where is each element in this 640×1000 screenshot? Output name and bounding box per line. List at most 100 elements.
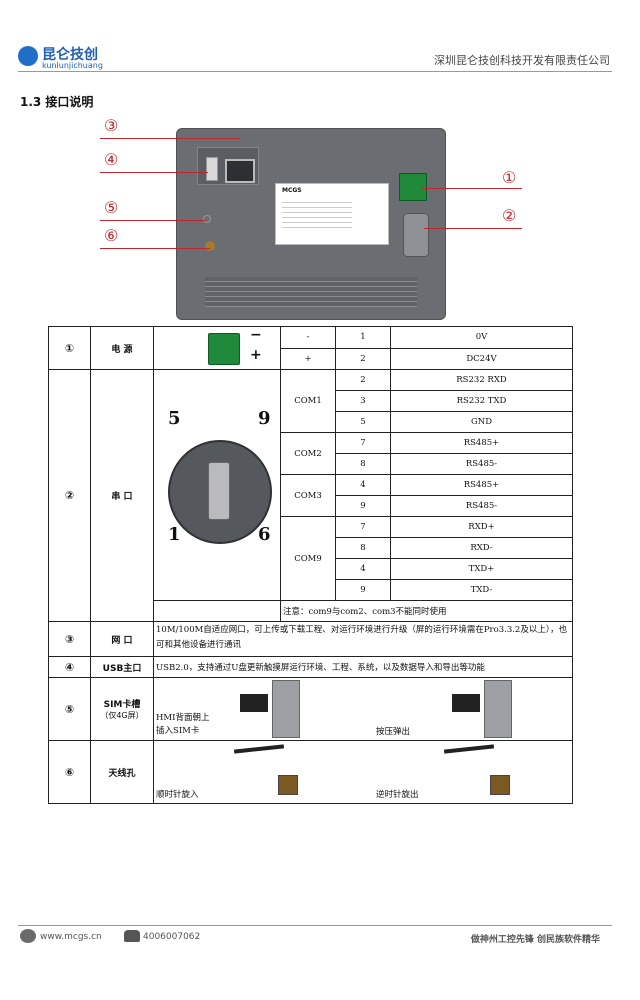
callout-6-line bbox=[100, 248, 210, 249]
table-row: ⑤ SIM卡槽 （仅4G屏） HMI背面朝上 插入SIM卡 按压弹出 bbox=[48, 677, 573, 741]
power-pin-2: 2 bbox=[335, 347, 391, 370]
sim-sublabel: （仅4G屏） bbox=[100, 711, 144, 720]
pin-label-9: 9 bbox=[258, 408, 271, 429]
table-row: ③ 网 口 10M/100M自适应网口，可上传或下载工程、对运行环境进行升级（屏… bbox=[48, 621, 573, 657]
antenna-caption-left: 顺时针旋入 bbox=[156, 790, 199, 800]
com3-desc-1: RS485+ bbox=[390, 474, 573, 496]
com3-desc-2: RS485- bbox=[390, 495, 573, 517]
com2-desc-2: RS485- bbox=[390, 453, 573, 475]
antenna-right-icon bbox=[443, 744, 495, 754]
power-connector-icon bbox=[208, 333, 240, 365]
com9-pin-2: 8 bbox=[335, 537, 391, 559]
db9-connector-icon bbox=[403, 213, 429, 257]
com3-pin-2: 9 bbox=[335, 495, 391, 517]
callout-5: ⑤ bbox=[104, 198, 119, 217]
antenna-left-icon bbox=[233, 744, 285, 754]
com1-desc-3: GND bbox=[390, 411, 573, 433]
callout-4: ④ bbox=[104, 150, 119, 169]
serial-image-cell: 5 9 1 6 bbox=[153, 369, 281, 601]
table-row: ② 串 口 5 9 1 6 COM1 2 RS232 RXD bbox=[48, 369, 573, 622]
com2-pin-2: 8 bbox=[335, 453, 391, 475]
com1-desc-2: RS232 TXD bbox=[390, 390, 573, 412]
com9-desc-1: RXD+ bbox=[390, 516, 573, 538]
callout-1-line bbox=[422, 188, 522, 189]
db9-pin-block bbox=[208, 462, 230, 520]
com9-pin-3: 4 bbox=[335, 558, 391, 580]
network-desc: 10M/100M自适应网口，可上传或下载工程、对运行环境进行升级（屏的运行环境需… bbox=[153, 621, 573, 657]
com2-name: COM2 bbox=[280, 432, 336, 475]
power-minus-label: − bbox=[250, 327, 262, 343]
label-lines bbox=[282, 198, 352, 232]
power-image-cell: − + bbox=[153, 326, 281, 370]
usb-port-icon bbox=[206, 157, 218, 181]
company-logo-icon bbox=[18, 46, 38, 66]
table-row: 9 RS485- bbox=[49, 495, 573, 517]
callout-6: ⑥ bbox=[104, 226, 119, 245]
com1-pin-1: 2 bbox=[335, 369, 391, 391]
com2-pin-1: 7 bbox=[335, 432, 391, 454]
com9-pin-1: 7 bbox=[335, 516, 391, 538]
sim-slot-icon bbox=[203, 215, 211, 223]
callout-3-line bbox=[100, 138, 240, 139]
sim-card-right-icon bbox=[452, 694, 480, 712]
device-back-panel: MCGS bbox=[176, 128, 446, 320]
serial-note: 注意：com9与com2、com3不能同时使用 bbox=[280, 600, 573, 622]
com2-desc-1: RS485+ bbox=[390, 432, 573, 454]
sim-panel-left-icon bbox=[272, 680, 300, 738]
network-label: 网 口 bbox=[90, 621, 154, 657]
power-sign-2: + bbox=[280, 347, 336, 370]
antenna-image-cell: 顺时针旋入 逆时针旋出 bbox=[153, 740, 573, 804]
antenna-hole-right-icon bbox=[490, 775, 510, 795]
usb-label: USB主口 bbox=[90, 656, 154, 678]
antenna-label: 天线孔 bbox=[90, 740, 154, 804]
ethernet-port-icon bbox=[225, 159, 255, 183]
com9-desc-4: TXD- bbox=[390, 579, 573, 601]
com1-pin-3: 5 bbox=[335, 411, 391, 433]
pin-label-1: 1 bbox=[168, 524, 181, 545]
company-name: 深圳昆仑技创科技开发有限责任公司 bbox=[434, 54, 610, 67]
serial-num: ② bbox=[48, 369, 91, 622]
logo-subtext: kunlunjichuang bbox=[42, 61, 103, 70]
sim-card-left-icon bbox=[240, 694, 268, 712]
sim-num: ⑤ bbox=[48, 677, 91, 741]
callout-4-line bbox=[100, 172, 208, 173]
com3-pin-1: 4 bbox=[335, 474, 391, 496]
callout-5-line bbox=[100, 220, 206, 221]
header-divider bbox=[18, 71, 612, 72]
antenna-num: ⑥ bbox=[48, 740, 91, 804]
callout-2-line bbox=[424, 228, 522, 229]
antenna-hole-left-icon bbox=[278, 775, 298, 795]
vent-grille bbox=[205, 277, 417, 307]
interface-table: ① 电 源 − + - 1 0V + 2 DC24V ② 串 口 5 9 1 6… bbox=[48, 326, 573, 804]
footer-divider bbox=[18, 925, 612, 926]
table-row: 9 TXD- bbox=[49, 579, 573, 601]
serial-image-spacer bbox=[153, 600, 281, 622]
com9-desc-3: TXD+ bbox=[390, 558, 573, 580]
footer-website: www.mcgs.cn bbox=[40, 932, 102, 942]
table-row: 5 GND bbox=[49, 411, 573, 433]
sim-panel-right-icon bbox=[484, 680, 512, 738]
antenna-hole-icon bbox=[205, 241, 215, 251]
footer-slogan: 做神州工控先锋 创民族软件精华 bbox=[470, 935, 600, 945]
sim-label-cell: SIM卡槽 （仅4G屏） bbox=[90, 677, 154, 741]
sim-label: SIM卡槽 bbox=[103, 700, 141, 710]
power-plus-label: + bbox=[250, 347, 262, 363]
table-row: ④ USB主口 USB2.0，支持通过U盘更新触摸屏运行环境、工程、系统，以及数… bbox=[48, 656, 573, 678]
com9-pin-4: 9 bbox=[335, 579, 391, 601]
power-desc-2: DC24V bbox=[390, 347, 573, 370]
sim-caption-right: 按压弹出 bbox=[376, 727, 411, 737]
callout-1: ① bbox=[502, 168, 517, 187]
usb-desc: USB2.0，支持通过U盘更新触摸屏运行环境、工程、系统，以及数据导入和导出等功… bbox=[153, 656, 573, 678]
power-num: ① bbox=[48, 326, 91, 370]
power-pin-1: 1 bbox=[335, 326, 391, 349]
sim-caption-left: HMI背面朝上 插入SIM卡 bbox=[156, 713, 210, 736]
callout-3: ③ bbox=[104, 116, 119, 135]
device-brand: MCGS bbox=[282, 187, 302, 194]
power-desc-1: 0V bbox=[390, 326, 573, 349]
table-row: ⑥ 天线孔 顺时针旋入 逆时针旋出 bbox=[48, 740, 573, 804]
com3-name: COM3 bbox=[280, 474, 336, 517]
com1-desc-1: RS232 RXD bbox=[390, 369, 573, 391]
footer-phone: 4006007062 bbox=[143, 932, 201, 942]
callout-2: ② bbox=[502, 206, 517, 225]
power-terminal-icon bbox=[399, 173, 427, 201]
